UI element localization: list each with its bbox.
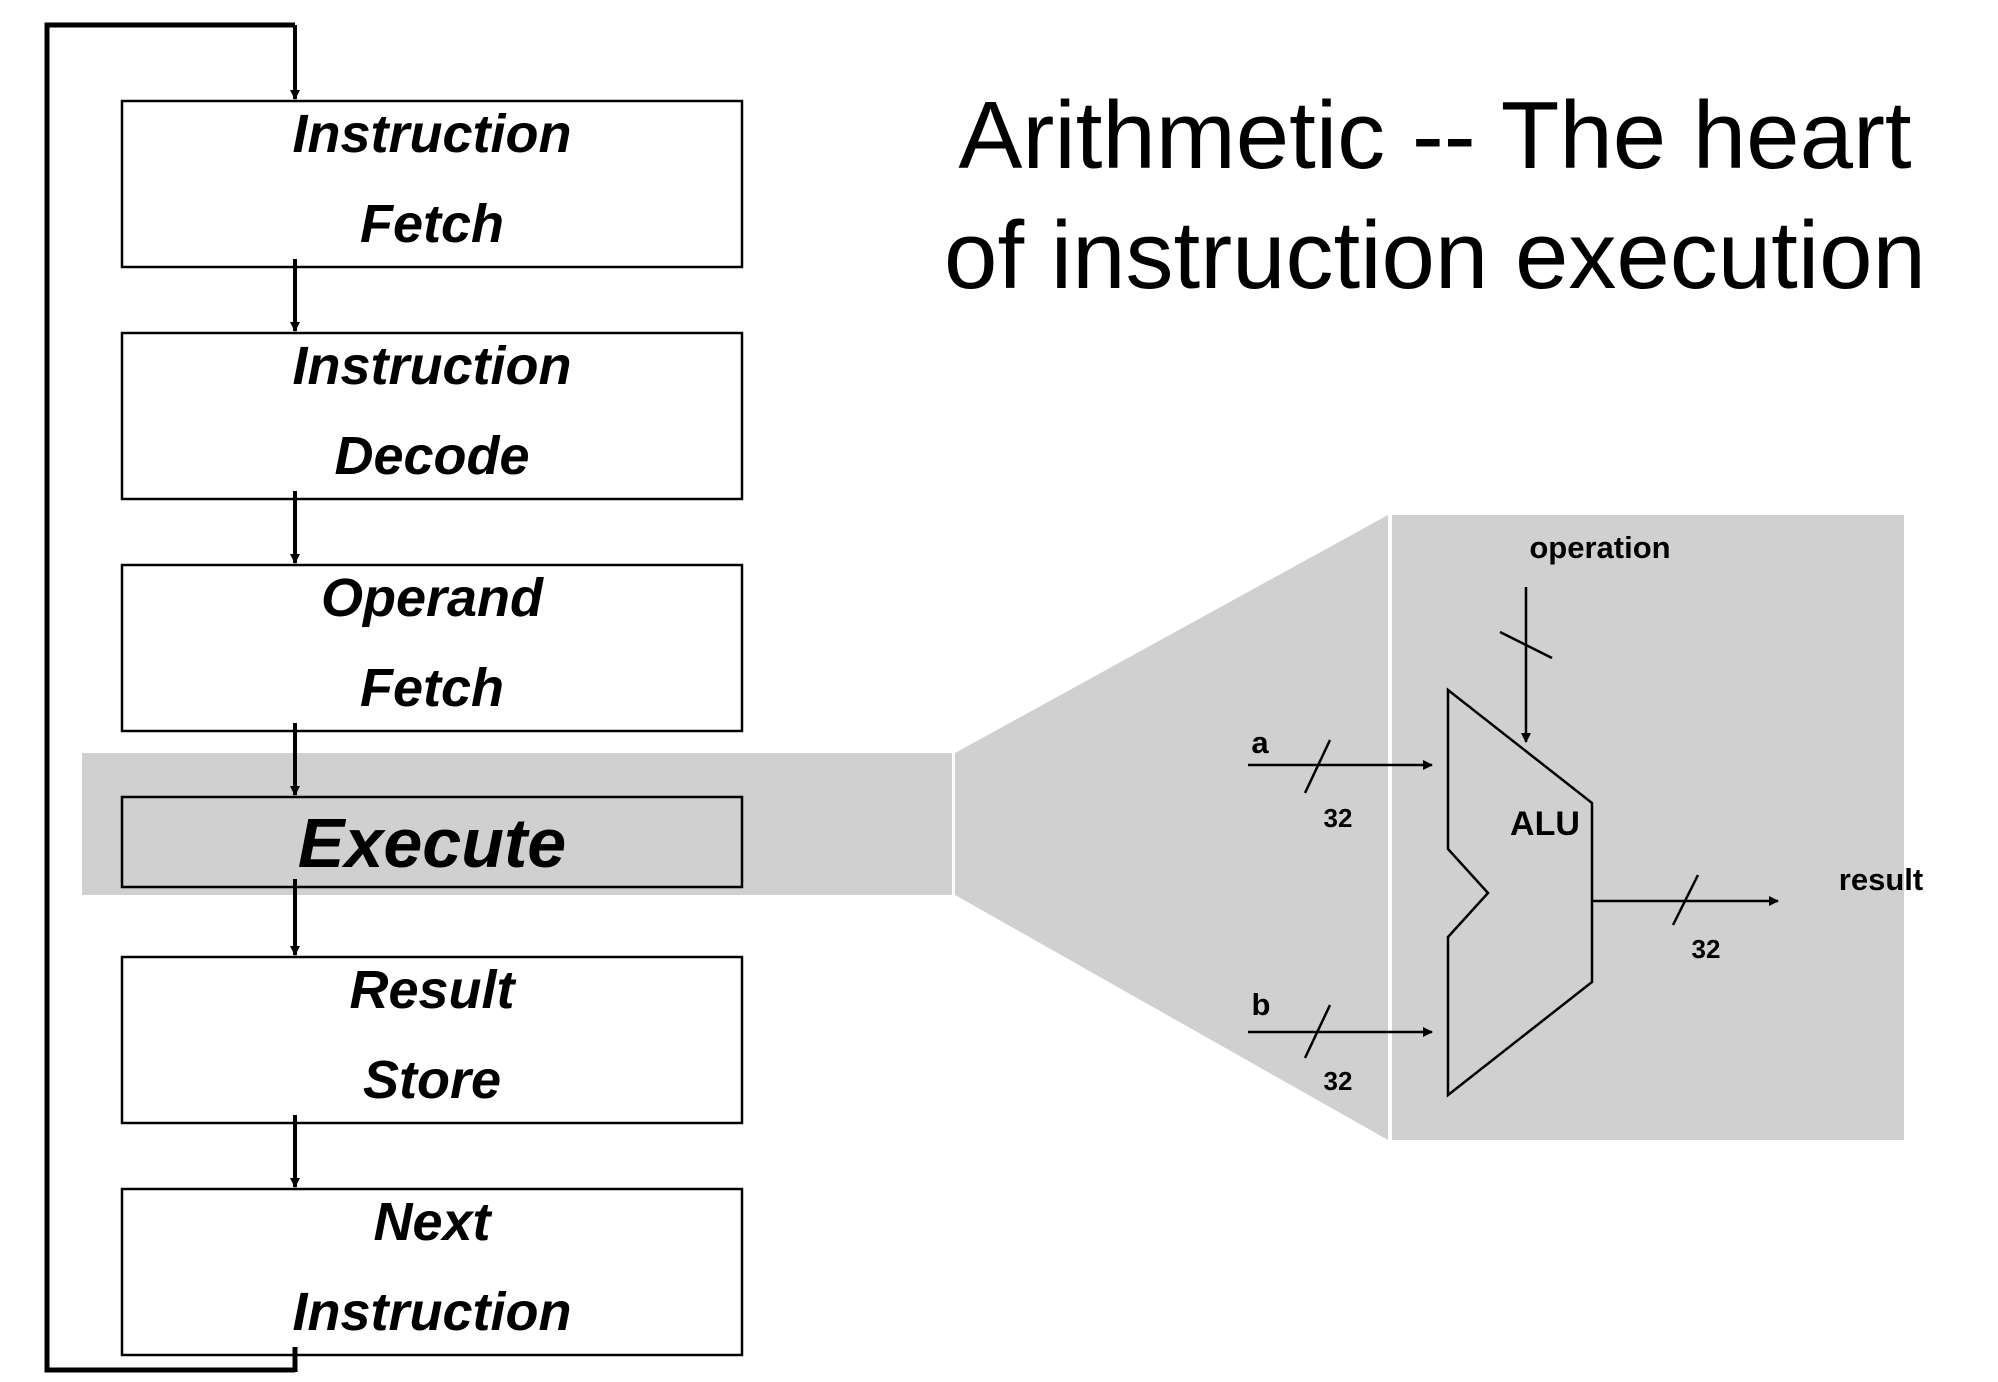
title-line-2: of instruction execution <box>944 202 1926 309</box>
pipeline-stages: InstructionFetchInstructionDecodeOperand… <box>120 99 744 1357</box>
execute-highlight-band <box>82 753 952 895</box>
alu-diagram: ALU operation a 32 b 32 32 result <box>1248 530 1923 1098</box>
input-b-width: 32 <box>1324 1066 1353 1096</box>
result-label: result <box>1839 862 1923 897</box>
stage-label-line-1: Instruction <box>293 104 572 164</box>
stage-label-line-2: Store <box>363 1050 501 1110</box>
stage-label-line-2: Fetch <box>360 194 504 254</box>
stage-label-line-1: Next <box>373 1192 492 1252</box>
input-b-bus-slash <box>1303 1004 1332 1059</box>
stage-label-line-1: Operand <box>321 568 544 628</box>
stage-box <box>120 1187 744 1357</box>
stage-box <box>120 331 744 501</box>
input-a-width: 32 <box>1324 803 1353 833</box>
zoom-trapezoid <box>955 515 1388 1140</box>
stage-label-line-2: Decode <box>334 426 529 486</box>
alu-shape <box>1446 687 1594 1098</box>
input-a-bus-slash <box>1303 739 1332 794</box>
zoom-highlight <box>82 515 1904 1140</box>
stage-box <box>120 99 744 269</box>
loop-line <box>44 22 295 1373</box>
stage-box <box>120 563 744 733</box>
stage-label-line-2: Instruction <box>293 1282 572 1342</box>
input-b-label: b <box>1252 987 1271 1022</box>
stage-label-line-1: Instruction <box>293 336 572 396</box>
stage-box <box>120 955 744 1125</box>
alu-label: ALU <box>1510 805 1580 843</box>
stage-execute: Execute <box>120 795 744 889</box>
stage-label-line-1: Result <box>349 960 516 1020</box>
stage-label: Execute <box>298 804 566 882</box>
operation-label: operation <box>1529 530 1670 565</box>
alu-panel <box>1392 515 1904 1140</box>
input-a-label: a <box>1251 725 1269 760</box>
result-width: 32 <box>1692 934 1721 964</box>
stage-box <box>120 795 744 889</box>
stage-label-line-2: Fetch <box>360 658 504 718</box>
title-line-1: Arithmetic -- The heart <box>958 82 1911 189</box>
operation-bus-slash <box>1499 630 1553 660</box>
result-bus-slash <box>1671 874 1700 926</box>
